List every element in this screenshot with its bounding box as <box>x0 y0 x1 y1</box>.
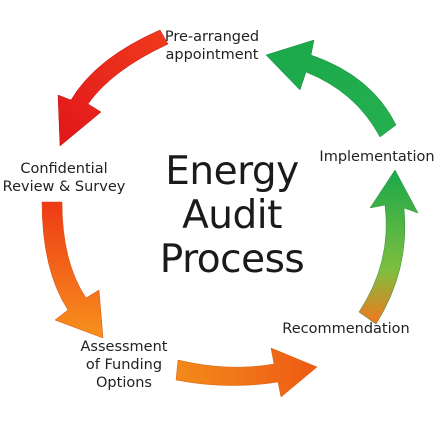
stage-assessment-line-3: Options <box>96 375 152 391</box>
title-line-2: Audit <box>182 193 282 238</box>
red-arrow <box>57 29 169 147</box>
stage-pre-arranged-line-2: appointment <box>165 47 259 63</box>
diagram-title: Energy Audit Process <box>132 150 332 282</box>
stage-confidential-line-2: Review & Survey <box>2 179 126 195</box>
stage-assessment-line-2: of Funding <box>85 357 163 373</box>
bottom-arrow <box>175 347 318 398</box>
title-line-3: Process <box>159 237 305 282</box>
right-arrow <box>358 169 419 325</box>
stage-implementation-line-1: Implementation <box>319 149 435 165</box>
stage-confidential-line-1: Confidential <box>20 161 108 177</box>
stage-recommendation-line-1: Recommendation <box>282 321 410 337</box>
stage-recommendation: Recommendation <box>276 320 416 338</box>
stage-confidential: Confidential Review & Survey <box>0 160 128 196</box>
stage-implementation: Implementation <box>316 148 438 166</box>
stage-assessment: Assessment of Funding Options <box>72 338 176 392</box>
stage-pre-arranged-line-1: Pre-arranged <box>164 29 260 45</box>
green-arrow <box>265 39 397 138</box>
title-line-1: Energy <box>165 149 299 194</box>
stage-pre-arranged: Pre-arranged appointment <box>150 28 274 64</box>
stage-assessment-line-1: Assessment <box>80 339 168 355</box>
left-arrow <box>41 201 104 339</box>
